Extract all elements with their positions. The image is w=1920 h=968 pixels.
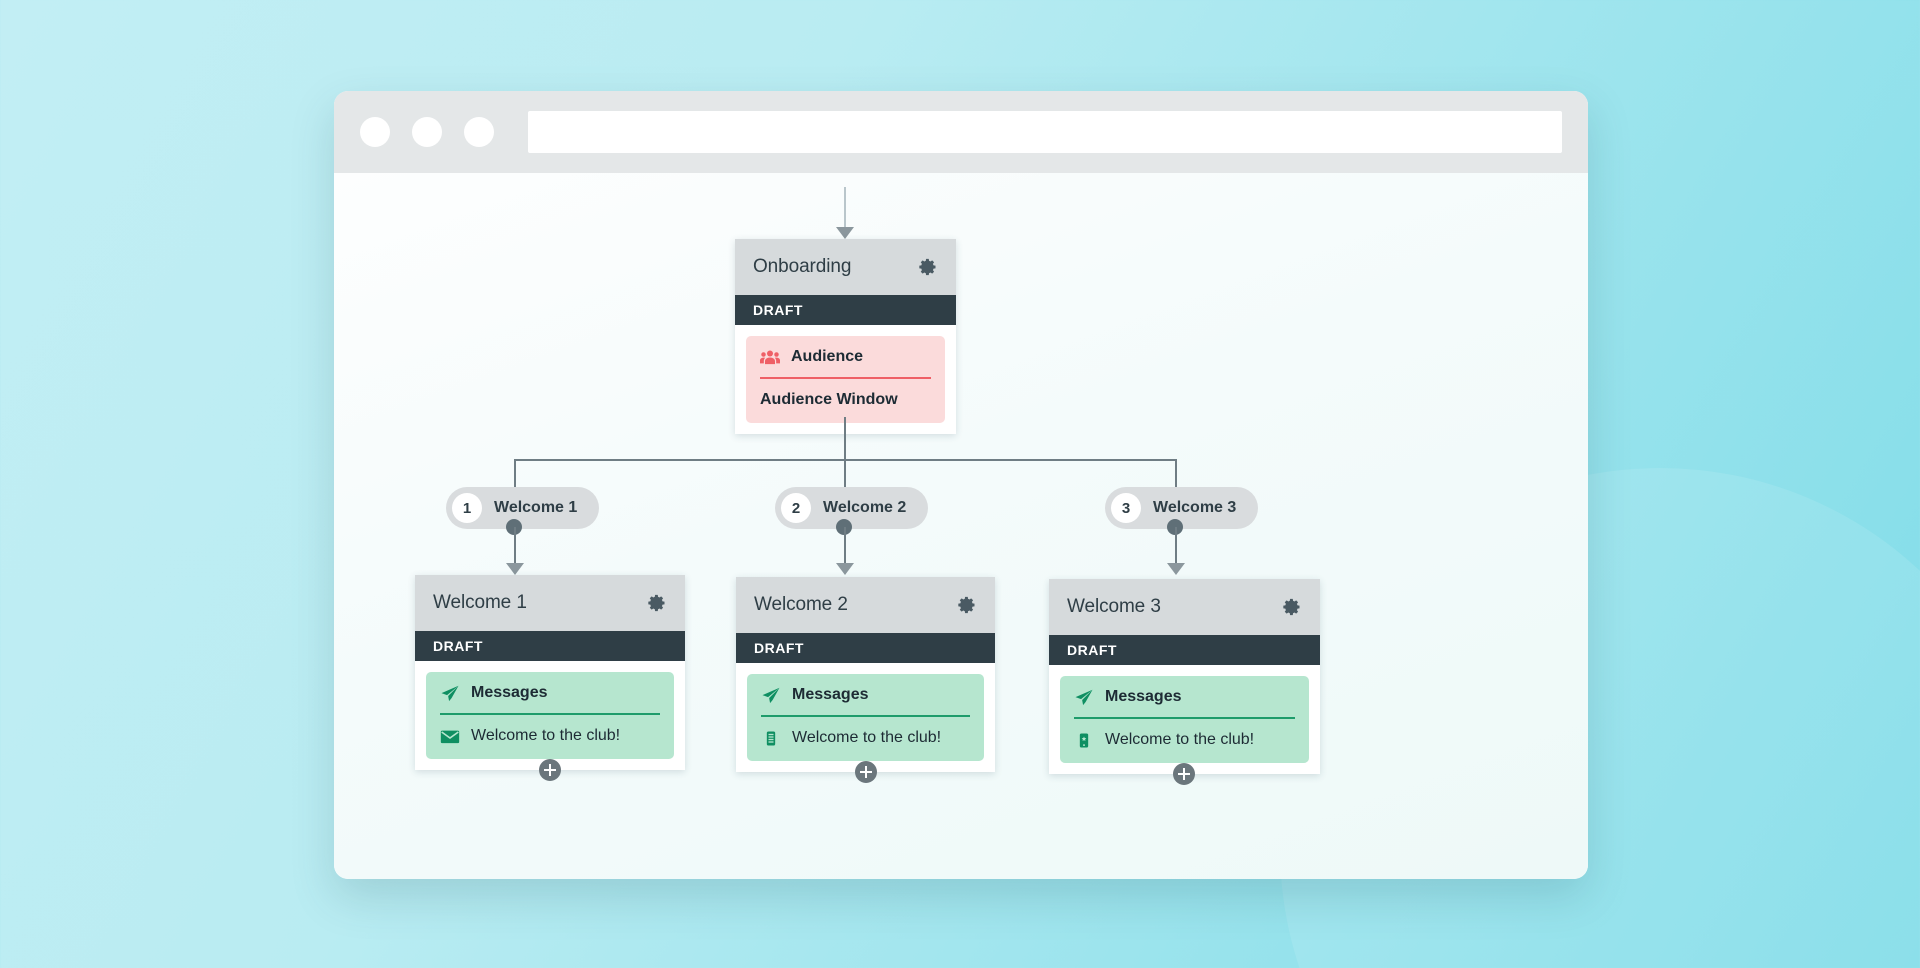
messages-divider	[761, 715, 970, 717]
node-card-welcome-3[interactable]: Welcome 3 DRAFT Messages	[1049, 579, 1320, 785]
connector-arrow-2	[836, 563, 854, 575]
branch-pill-number: 3	[1111, 493, 1141, 523]
gear-icon[interactable]	[957, 595, 977, 615]
gear-icon[interactable]	[918, 257, 938, 277]
branch-pill-label: Welcome 3	[1153, 499, 1237, 516]
url-input[interactable]	[528, 111, 1562, 153]
status-badge-label: DRAFT	[433, 638, 483, 654]
message-item[interactable]: Welcome to the club!	[1074, 731, 1295, 749]
card-title: Welcome 2	[754, 594, 848, 615]
paper-plane-icon	[441, 685, 459, 701]
messages-divider	[1074, 717, 1295, 719]
push-notification-icon	[1079, 733, 1089, 747]
messages-block-header: Messages	[1074, 688, 1295, 706]
connector-arrow-1	[506, 563, 524, 575]
card-header: Welcome 3	[1049, 579, 1320, 635]
messages-block[interactable]: Messages Welcome to the club!	[426, 672, 674, 759]
connector-stem-1	[514, 527, 516, 565]
status-badge-label: DRAFT	[1067, 642, 1117, 658]
audience-item[interactable]: Audience Window	[760, 391, 931, 409]
card-body: Messages Welcome to the club!	[736, 663, 995, 772]
minimize-dot-icon[interactable]	[412, 117, 442, 147]
connector-stem-3	[1175, 527, 1177, 565]
messages-divider	[440, 713, 660, 715]
plus-icon	[544, 764, 556, 776]
status-badge: DRAFT	[415, 631, 685, 661]
branch-pill-label: Welcome 2	[823, 499, 907, 516]
connector-stem-2	[844, 527, 846, 565]
card-title: Welcome 3	[1067, 596, 1161, 617]
message-item-label: Welcome to the club!	[792, 729, 942, 746]
page-title: Onboarding	[753, 256, 852, 277]
card-header: Onboarding	[735, 239, 956, 295]
paper-plane-icon	[1075, 689, 1093, 705]
flow-canvas: Onboarding DRAFT	[334, 173, 1588, 879]
connector-to-pill-2	[844, 459, 846, 487]
messages-block-label: Messages	[471, 684, 548, 701]
card-title: Welcome 1	[433, 592, 527, 613]
root-arrow-stem	[844, 187, 846, 229]
messages-block-header: Messages	[440, 684, 660, 702]
card-header: Welcome 1	[415, 575, 685, 631]
message-item-label: Welcome to the club!	[1105, 731, 1255, 748]
browser-titlebar	[334, 91, 1588, 173]
connector-root-down	[844, 417, 846, 459]
branch-pill-2[interactable]: 2 Welcome 2	[775, 487, 929, 529]
card-body: Audience Audience Window	[735, 325, 956, 434]
root-arrow-head	[836, 227, 854, 239]
paper-plane-icon	[762, 687, 780, 703]
connector-to-pill-3	[1175, 459, 1177, 487]
node-card-onboarding[interactable]: Onboarding DRAFT	[735, 239, 956, 434]
audience-block-label: Audience	[791, 348, 864, 365]
gear-icon[interactable]	[647, 593, 667, 613]
card-body: Messages Welcome to the club!	[1049, 665, 1320, 774]
messages-block-label: Messages	[792, 686, 869, 703]
envelope-icon	[440, 730, 460, 743]
status-badge: DRAFT	[736, 633, 995, 663]
message-item[interactable]: Welcome to the club!	[761, 729, 970, 747]
browser-window: Onboarding DRAFT	[334, 91, 1588, 879]
connector-to-pill-1	[514, 459, 516, 487]
plus-icon	[860, 766, 872, 778]
audience-divider	[760, 377, 931, 379]
plus-icon	[1178, 768, 1190, 780]
messages-block[interactable]: Messages Welcome to the club!	[747, 674, 984, 761]
node-card-welcome-2[interactable]: Welcome 2 DRAFT Messages	[736, 577, 995, 783]
branch-pill-number: 1	[452, 493, 482, 523]
branch-pill-number: 2	[781, 493, 811, 523]
node-card-welcome-1[interactable]: Welcome 1 DRAFT Messages	[415, 575, 685, 781]
messages-block[interactable]: Messages Welcome to the club!	[1060, 676, 1309, 763]
maximize-dot-icon[interactable]	[464, 117, 494, 147]
gear-icon[interactable]	[1282, 597, 1302, 617]
status-badge-label: DRAFT	[753, 302, 803, 318]
branch-pill-1[interactable]: 1 Welcome 1	[446, 487, 600, 529]
audience-block[interactable]: Audience Audience Window	[746, 336, 945, 423]
add-step-button[interactable]	[539, 759, 561, 781]
audience-group-icon	[760, 350, 780, 364]
card-body: Messages Welcome to the club!	[415, 661, 685, 770]
connector-arrow-3	[1167, 563, 1185, 575]
branch-pill-label: Welcome 1	[494, 499, 578, 516]
close-dot-icon[interactable]	[360, 117, 390, 147]
status-badge-label: DRAFT	[754, 640, 804, 656]
sms-device-icon	[766, 731, 776, 745]
card-header: Welcome 2	[736, 577, 995, 633]
messages-block-header: Messages	[761, 686, 970, 704]
audience-item-label: Audience Window	[760, 391, 898, 408]
add-step-button[interactable]	[1173, 763, 1195, 785]
message-item[interactable]: Welcome to the club!	[440, 727, 660, 745]
status-badge: DRAFT	[1049, 635, 1320, 665]
audience-block-header: Audience	[760, 348, 931, 366]
status-badge: DRAFT	[735, 295, 956, 325]
add-step-button[interactable]	[855, 761, 877, 783]
message-item-label: Welcome to the club!	[471, 727, 621, 744]
messages-block-label: Messages	[1105, 688, 1182, 705]
